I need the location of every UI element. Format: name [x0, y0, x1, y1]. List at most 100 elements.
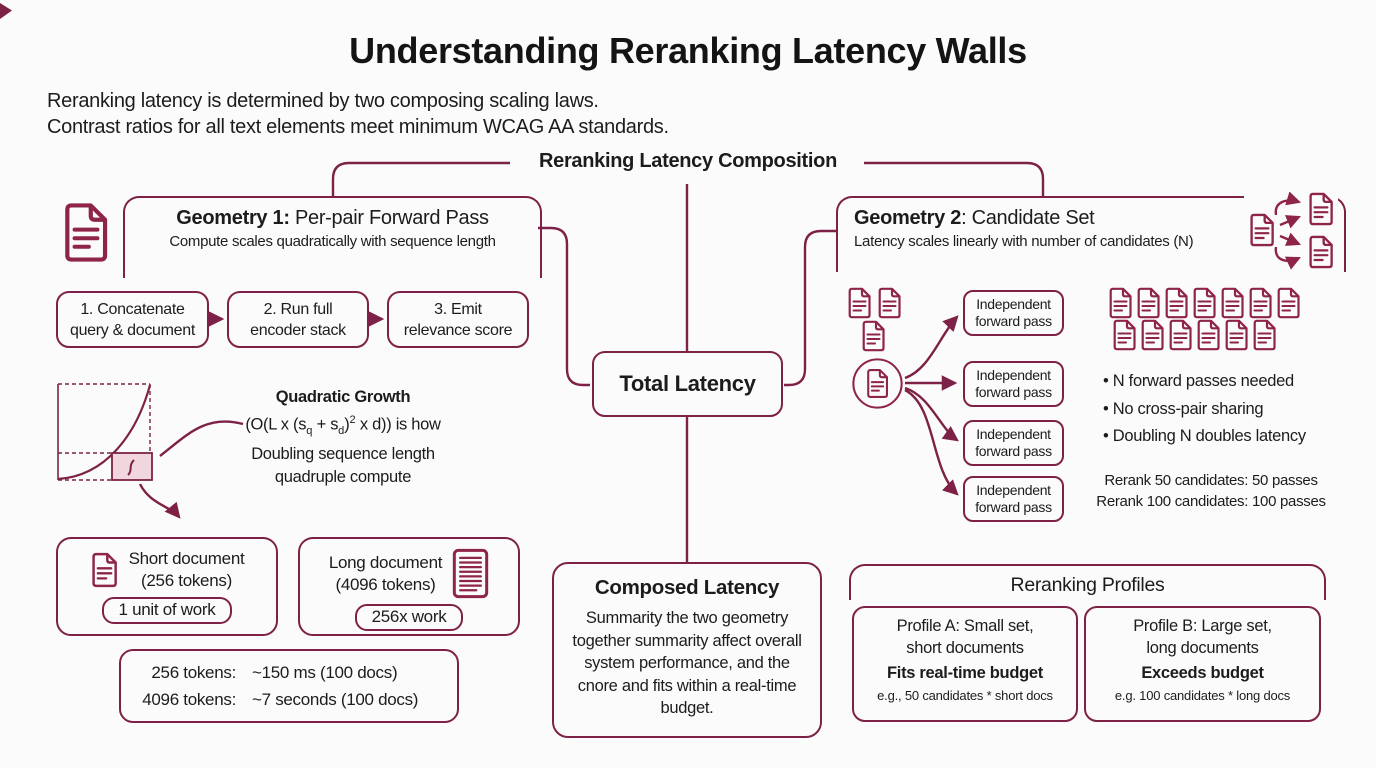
timing-label: 4096 tokens:	[142, 690, 236, 709]
document-icon	[1191, 287, 1218, 319]
composed-latency-title: Composed Latency	[594, 576, 780, 599]
bullet-item: • Doubling N doubles latency	[1103, 427, 1306, 445]
pass-line: forward pass	[975, 313, 1052, 329]
corner-mark	[0, 3, 12, 19]
profile-b-line2: long documents	[1146, 639, 1259, 657]
forward-pass-box: Independent forward pass	[963, 420, 1064, 466]
profile-b-verdict: Exceeds budget	[1141, 664, 1264, 682]
step-line: 3. Emit	[434, 300, 482, 318]
document-icon	[1219, 287, 1246, 319]
document-fanout-icon	[1244, 190, 1338, 272]
geometry2-panel: Geometry 2: Candidate Set Latency scales…	[836, 196, 1346, 272]
long-document-box: Long document (4096 tokens) 256x work	[298, 537, 520, 636]
profile-b-box: Profile B: Large set, long documents Exc…	[1084, 606, 1321, 722]
circled-document-icon	[852, 358, 903, 409]
document-icon	[1139, 319, 1166, 351]
pass-line: Independent	[976, 425, 1051, 442]
timing-box: 256 tokens: ~150 ms (100 docs) 4096 toke…	[119, 649, 459, 723]
formula-part: )	[344, 415, 350, 434]
page-title: Understanding Reranking Latency Walls	[349, 30, 1027, 71]
page-subtitle: Reranking latency is determined by two c…	[47, 88, 669, 140]
document-icon	[1135, 287, 1162, 319]
formula-part: x d)) is how	[355, 415, 441, 434]
document-icon	[1163, 287, 1190, 319]
document-icon	[1275, 287, 1302, 319]
geometry1-panel: Geometry 1: Per-pair Forward Pass Comput…	[123, 196, 542, 278]
short-document-text: Short document (256 tokens)	[129, 548, 245, 592]
candidate-grid-row	[1107, 287, 1302, 319]
work-badge: 256x work	[354, 604, 464, 631]
geometry1-title-bold: Geometry 1:	[176, 207, 290, 229]
formula-sup: 2	[349, 414, 356, 426]
pass-line: forward pass	[975, 499, 1052, 515]
step-box-encoder: 2. Run full encoder stack	[227, 291, 369, 348]
quadratic-growth-chart	[57, 383, 153, 481]
quadratic-line4: quadruple compute	[274, 467, 412, 486]
profile-a-line1: Profile A: Small set,	[896, 617, 1034, 635]
timing-label: 256 tokens:	[151, 663, 236, 682]
forward-pass-box: Independent forward pass	[963, 476, 1064, 522]
reranking-profiles-title: Reranking Profiles	[1010, 574, 1165, 596]
formula-sub: q	[306, 424, 313, 437]
pass-line: Independent	[976, 366, 1051, 383]
step-line: relevance score	[403, 321, 513, 339]
profile-b-example: e.g. 100 candidates * long docs	[1114, 688, 1291, 703]
profile-b-line1: Profile B: Large set,	[1133, 617, 1272, 635]
step-line: query & document	[69, 321, 196, 339]
document-icon	[1247, 287, 1274, 319]
long-document-tokens: (4096 tokens)	[335, 574, 436, 594]
profile-a-box: Profile A: Small set, short documents Fi…	[852, 606, 1078, 722]
profile-a-line2: short documents	[906, 639, 1024, 657]
formula-part: (O(L x (s	[245, 415, 307, 434]
bullet-item: • No cross-pair sharing	[1103, 399, 1264, 418]
long-document-text: Long document (4096 tokens)	[328, 552, 443, 596]
pass-line: forward pass	[975, 384, 1052, 400]
timing-value: ~150 ms (100 docs)	[252, 663, 398, 682]
long-document-title: Long document	[328, 552, 443, 572]
geometry2-subtitle: Latency scales linearly with number of c…	[854, 233, 1194, 250]
quadratic-formula: (O(L x (sq + sd)2 x d)) is how	[232, 409, 454, 443]
document-icon	[1251, 319, 1278, 351]
forward-pass-box: Independent forward pass	[963, 361, 1064, 407]
composition-label: Reranking Latency Composition	[538, 150, 837, 172]
document-icon	[1223, 319, 1250, 351]
step-box-concatenate: 1. Concatenate query & document	[56, 291, 209, 348]
rerank-line: Rerank 50 candidates: 50 passes	[1104, 472, 1318, 489]
short-document-tokens: (256 tokens)	[141, 571, 232, 590]
document-icon	[1167, 319, 1194, 351]
composed-latency-body: Summarity the two geometry together summ…	[572, 609, 802, 717]
rerank-facts: Rerank 50 candidates: 50 passes Rerank 1…	[1085, 470, 1337, 512]
candidate-bullet-list: • N forward passes needed • No cross-pai…	[1103, 368, 1306, 451]
step-line: 2. Run full	[263, 300, 333, 318]
lined-document-icon	[452, 548, 489, 599]
document-icon	[1107, 287, 1134, 319]
document-icon	[1195, 319, 1222, 351]
document-icon	[876, 287, 903, 319]
profile-a-verdict: Fits real-time budget	[887, 664, 1043, 682]
formula-part: + s	[312, 415, 339, 434]
total-latency-box: Total Latency	[592, 351, 783, 417]
document-icon	[90, 552, 119, 588]
short-document-box: Short document (256 tokens) 1 unit of wo…	[56, 537, 278, 636]
geometry2-title-bold: Geometry 2	[854, 207, 962, 229]
document-icon	[1111, 319, 1138, 351]
subtitle-line-1: Reranking latency is determined by two c…	[47, 90, 599, 112]
pass-line: Independent	[976, 481, 1051, 498]
step-box-score: 3. Emit relevance score	[387, 291, 529, 348]
forward-pass-box: Independent forward pass	[963, 290, 1064, 336]
step-line: 1. Concatenate	[80, 300, 185, 318]
geometry2-title-rest: : Candidate Set	[961, 207, 1095, 229]
geometry1-subtitle: Compute scales quadratically with sequen…	[169, 233, 496, 250]
bullet-item: • N forward passes needed	[1103, 372, 1294, 390]
short-document-title: Short document	[128, 549, 245, 568]
formula-sub: d	[338, 424, 345, 437]
geometry2-title: Geometry 2: Candidate Set	[854, 207, 1344, 230]
document-icon	[860, 320, 887, 352]
quadratic-title: Quadratic Growth	[275, 388, 411, 406]
pass-line: forward pass	[975, 443, 1052, 459]
rerank-line: Rerank 100 candidates: 100 passes	[1096, 493, 1326, 510]
zoom-inset-box	[111, 452, 153, 481]
step-line: encoder stack	[250, 321, 346, 339]
composed-latency-box: Composed Latency Summarity the two geome…	[552, 562, 822, 738]
